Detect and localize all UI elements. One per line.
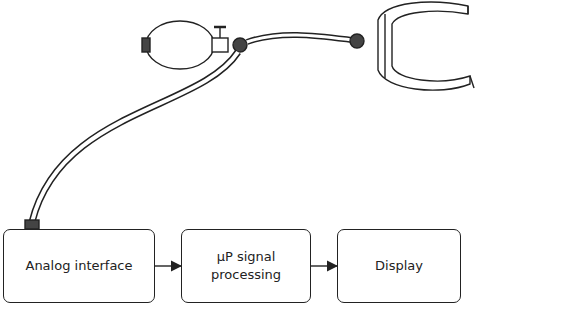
valve-stem [219,28,220,38]
process-box: μP signal processing [181,229,311,303]
valve-knob [214,26,226,29]
box-label: Display [375,257,423,275]
process-box: Analog interface [3,229,155,303]
cuff-edge [470,76,474,88]
box-label: μP signal processing [190,248,302,283]
signal-arrow [155,265,181,266]
tube-fitting [25,220,39,229]
cuff-connector [350,34,364,48]
tee-connector [233,38,247,52]
cuff-tube-inner [247,35,352,42]
inflation-bulb [146,21,214,69]
cuff-edge [467,6,468,14]
pressure-cuff [378,2,470,90]
valve-body [212,38,228,52]
sensor-tube [32,52,238,222]
process-box: Display [337,229,461,303]
signal-arrow [311,265,337,266]
cuff-tube [247,35,352,42]
cuff-seam [384,14,385,78]
sensor-tube-inner [32,52,238,222]
box-label: Analog interface [25,257,132,275]
bulb-nozzle [142,38,150,52]
